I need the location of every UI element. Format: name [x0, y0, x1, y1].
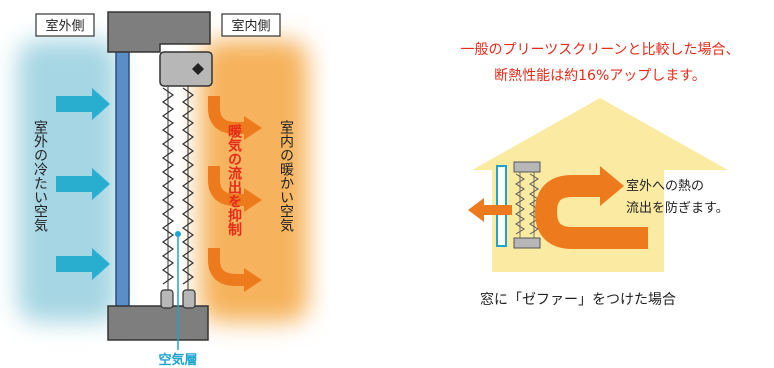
- screen-headbox: [159, 51, 213, 87]
- cold-arrow-1: [56, 88, 110, 120]
- window-glass: [115, 41, 130, 309]
- indoor-label-box: [221, 13, 281, 37]
- outdoor-air-text: 室外の冷たい空気: [32, 119, 48, 233]
- bottom-frame: [107, 305, 209, 341]
- cold-arrow-2: [56, 168, 110, 200]
- right-diagram: 一般のプリーツスクリーンと比較した場合、 断熱性能は約16%アップします。 室外…: [460, 42, 739, 308]
- indoor-label: 室内側: [231, 18, 270, 34]
- bottom-rail-left: [160, 289, 174, 309]
- outdoor-label: 室外側: [45, 18, 84, 34]
- house-screen: [513, 161, 541, 249]
- left-diagram: 室外側 室内側 室外の冷たい空気 室内の暖かい空気 暖気の流出を抑制 空気層: [18, 11, 308, 368]
- pleats-left: [161, 87, 175, 285]
- heat-u-arrow-head: [600, 166, 624, 206]
- pleats-right: [181, 87, 195, 285]
- headline-line1: 一般のプリーツスクリーンと比較した場合、: [460, 42, 739, 58]
- suppress-text: 暖気の流出を抑制: [226, 123, 242, 237]
- warm-arrow-3: [208, 248, 262, 292]
- warm-arrow-2: [208, 166, 262, 212]
- outdoor-label-box: [35, 13, 95, 37]
- cold-arrow-3: [56, 248, 110, 280]
- warm-arrow-1: [208, 96, 262, 140]
- air-layer-label: 空気層: [158, 352, 197, 368]
- indoor-air-text: 室内の暖かい空気: [278, 119, 294, 233]
- headline-line2: 断熱性能は約16%アップします。: [494, 68, 706, 84]
- caption: 窓に「ゼファー」をつけた場合: [480, 291, 676, 308]
- bottom-rail-right: [182, 289, 196, 309]
- headbox-marker: [192, 63, 204, 75]
- heat-escape-arrow-head: [468, 198, 484, 222]
- warm-air-zone: [200, 40, 308, 322]
- heat-text-line1: 室外への熱の: [626, 178, 704, 194]
- heat-u-arrow: [534, 175, 648, 249]
- heat-text-line2: 流出を防ぎます。: [626, 200, 729, 216]
- top-frame: [107, 11, 211, 53]
